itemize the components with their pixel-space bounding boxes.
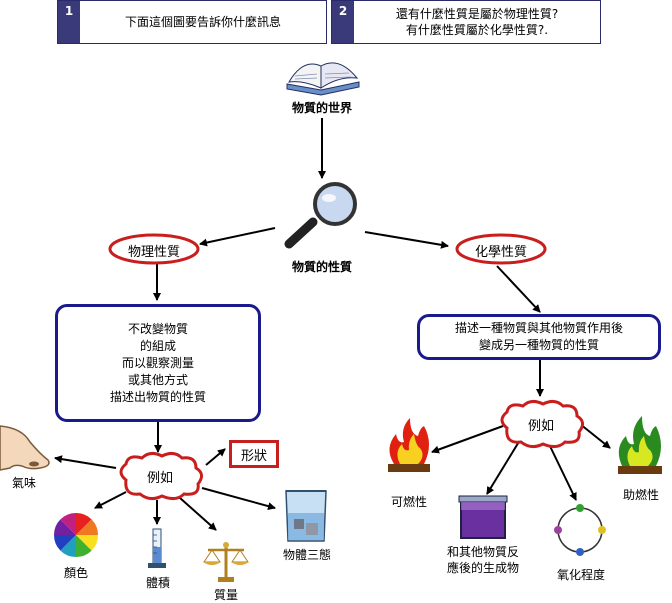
- magnifying-glass-icon: [284, 182, 357, 249]
- color-wheel-icon: [53, 512, 99, 558]
- question-box-1: 1 下面這個圖要告訴你什麼訊息: [57, 0, 327, 44]
- arrow-to-states: [201, 487, 276, 511]
- example-label-left: 例如: [146, 471, 173, 486]
- arrow-to-combustion-support: [579, 423, 611, 449]
- example-cloud-left: [119, 451, 203, 501]
- arrow-to-flammability: [431, 425, 504, 454]
- chemical-definition: 描述一種物質與其他物質作用後 變成另一種物質的性質: [417, 314, 661, 360]
- oxidation-cycle-icon: [554, 504, 606, 556]
- arrow-to-smell: [54, 455, 117, 469]
- chemical-oval: [455, 233, 547, 265]
- shape-box: 形狀: [229, 440, 279, 468]
- smell-label: 氣味: [11, 476, 36, 490]
- question-box-2: 2 還有什麼性質是屬於物理性質? 有什麼性質屬於化學性質?.: [331, 0, 601, 44]
- arrow-to-products: [486, 439, 521, 495]
- graduated-cylinder-icon: [148, 528, 166, 568]
- chemical-label: 化學性質: [474, 245, 527, 260]
- example-label-right: 例如: [527, 419, 554, 434]
- oxidation-label: 氧化程度: [556, 568, 605, 582]
- arrow-to-mass: [179, 497, 217, 531]
- physical-label: 物理性質: [127, 245, 180, 260]
- beaker-icon: [285, 490, 327, 542]
- example-cloud-right: [500, 399, 584, 449]
- book-icon: [286, 62, 360, 96]
- question-text-1: 下面這個圖要告訴你什麼訊息: [124, 15, 281, 29]
- question-number-2: 2: [332, 1, 354, 43]
- reaction-products-label: 和其他物質反 應後的生成物: [446, 545, 519, 575]
- question-text-2: 還有什麼性質是屬於物理性質? 有什麼性質屬於化學性質?.: [395, 7, 559, 37]
- question-number-1: 1: [58, 1, 80, 43]
- properties-label: 物質的性質: [291, 260, 352, 274]
- green-flame-icon: [618, 416, 662, 474]
- physical-oval: [108, 233, 200, 265]
- arrow-to-oxidation: [547, 441, 577, 501]
- arrow-to-color: [94, 491, 127, 509]
- physical-definition: 不改變物質 的組成 而以觀察測量 或其他方式 描述出物質的性質: [55, 304, 261, 422]
- arrow-chemical-to-def: [496, 265, 541, 313]
- arrow-to-chemical: [364, 231, 449, 249]
- arrow-to-shape: [205, 448, 226, 466]
- combustion-support-label: 助燃性: [622, 488, 659, 502]
- nose-icon: [0, 425, 50, 471]
- world-label: 物質的世界: [291, 101, 352, 115]
- mass-label: 質量: [213, 588, 238, 602]
- color-label: 顏色: [63, 566, 88, 580]
- states-label: 物體三態: [282, 548, 331, 562]
- arrow-to-physical: [199, 227, 276, 247]
- red-flame-icon: [388, 418, 430, 472]
- balance-scale-icon: [203, 542, 249, 582]
- volume-label: 體積: [145, 576, 170, 590]
- reaction-beaker-icon: [458, 495, 508, 539]
- flammability-label: 可燃性: [390, 495, 427, 509]
